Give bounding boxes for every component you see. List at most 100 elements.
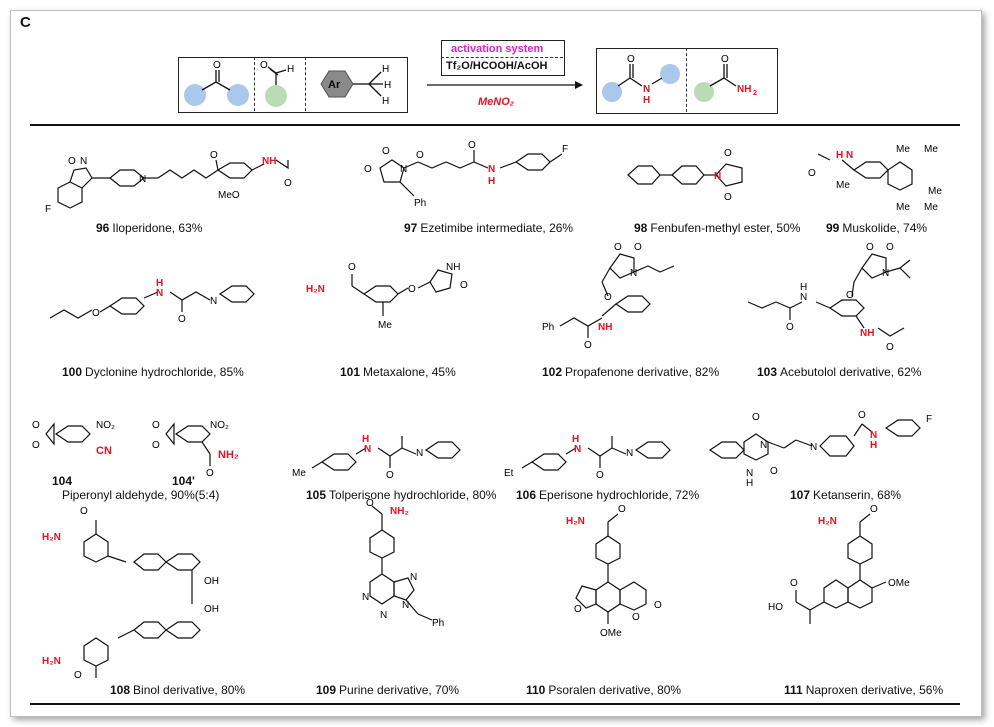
svg-text:F: F bbox=[562, 144, 568, 155]
svg-text:N: N bbox=[882, 268, 889, 279]
svg-text:O: O bbox=[386, 470, 394, 481]
structure-110: H₂N O O O O OMe bbox=[566, 504, 662, 639]
svg-text:N: N bbox=[416, 448, 423, 459]
svg-text:Me: Me bbox=[928, 186, 942, 197]
svg-text:MeO: MeO bbox=[218, 190, 240, 201]
bottom-rule bbox=[30, 703, 960, 705]
svg-text:N: N bbox=[746, 468, 753, 479]
structure-107: O NH O N N O N H F bbox=[708, 410, 932, 489]
svg-text:H₂N: H₂N bbox=[818, 516, 837, 527]
primary-amide-product: O NH 2 bbox=[694, 54, 757, 102]
svg-text:N: N bbox=[380, 610, 387, 621]
structure-97: OO N O O N H F Ph bbox=[364, 140, 568, 209]
svg-text:H: H bbox=[287, 64, 294, 75]
structure-108: H₂N O OH OH H₂N O bbox=[42, 506, 219, 681]
svg-text:NO₂: NO₂ bbox=[210, 420, 229, 431]
svg-text:O: O bbox=[866, 242, 874, 253]
svg-text:N: N bbox=[402, 600, 409, 611]
svg-text:N: N bbox=[139, 174, 146, 185]
svg-text:O: O bbox=[284, 178, 292, 189]
activation-divider bbox=[441, 57, 563, 58]
reaction-arrow bbox=[427, 81, 583, 89]
structure-104-prime: OO NO₂ O NH₂ bbox=[152, 420, 239, 479]
svg-text:O: O bbox=[627, 54, 635, 65]
svg-text:N: N bbox=[846, 150, 853, 161]
svg-text:O: O bbox=[152, 420, 160, 431]
svg-text:N: N bbox=[643, 84, 650, 95]
atom-o: O bbox=[213, 60, 221, 71]
svg-text:H: H bbox=[643, 95, 650, 106]
svg-text:O: O bbox=[468, 140, 476, 151]
svg-text:O: O bbox=[721, 54, 729, 65]
activation-box bbox=[441, 40, 565, 76]
svg-text:O: O bbox=[790, 578, 798, 589]
svg-text:NH: NH bbox=[262, 156, 276, 167]
structure-101: H₂N O O NH O Me bbox=[306, 262, 468, 331]
svg-text:H₂N: H₂N bbox=[42, 656, 61, 667]
svg-text:Me: Me bbox=[924, 202, 938, 213]
panel-letter: C bbox=[20, 14, 31, 31]
svg-text:O: O bbox=[92, 308, 100, 319]
svg-text:O: O bbox=[596, 470, 604, 481]
structure-111: H₂N O OMe HO O bbox=[768, 504, 910, 624]
svg-text:Ph: Ph bbox=[432, 618, 444, 629]
structure-105: Me H N O N bbox=[292, 434, 461, 481]
svg-text:O: O bbox=[74, 670, 82, 681]
svg-text:Me: Me bbox=[292, 468, 306, 479]
svg-text:H: H bbox=[836, 150, 843, 161]
svg-text:F: F bbox=[45, 204, 51, 215]
substrate-divider-2 bbox=[305, 57, 306, 111]
svg-text:OH: OH bbox=[204, 576, 219, 587]
svg-text:O: O bbox=[364, 164, 372, 175]
aldehyde-substrate: O H bbox=[260, 60, 294, 107]
svg-text:NH₂: NH₂ bbox=[390, 506, 409, 517]
svg-text:O: O bbox=[584, 340, 592, 351]
svg-text:O: O bbox=[808, 168, 816, 179]
svg-text:N: N bbox=[400, 164, 407, 175]
svg-text:O: O bbox=[68, 156, 76, 167]
reagents-label: Tf₂O/HCOOH/AcOH bbox=[446, 60, 548, 72]
svg-text:H: H bbox=[870, 440, 877, 451]
svg-text:O: O bbox=[858, 410, 866, 421]
svg-text:O: O bbox=[724, 192, 732, 203]
caption-104: Piperonyl aldehyde, 90%(5:4) bbox=[62, 488, 220, 502]
substrate-divider-1 bbox=[254, 57, 255, 111]
svg-text:N: N bbox=[156, 288, 163, 299]
svg-text:H₂N: H₂N bbox=[566, 516, 585, 527]
svg-text:O: O bbox=[604, 292, 612, 303]
svg-text:H: H bbox=[572, 434, 579, 445]
svg-text:H: H bbox=[746, 478, 753, 489]
structure-106: Et H N O N bbox=[504, 434, 671, 481]
svg-text:N: N bbox=[760, 440, 767, 451]
svg-text:O: O bbox=[416, 150, 424, 161]
svg-text:Me: Me bbox=[378, 320, 392, 331]
svg-text:O: O bbox=[724, 148, 732, 159]
svg-text:O: O bbox=[460, 280, 468, 291]
svg-text:O: O bbox=[348, 262, 356, 273]
svg-text:HO: HO bbox=[768, 602, 783, 613]
svg-text:OMe: OMe bbox=[888, 578, 910, 589]
svg-text:H: H bbox=[384, 80, 391, 91]
svg-text:O: O bbox=[152, 440, 160, 451]
svg-text:NH: NH bbox=[446, 262, 460, 273]
svg-text:Et: Et bbox=[504, 468, 514, 479]
svg-text:O: O bbox=[886, 342, 894, 353]
svg-text:N: N bbox=[574, 444, 581, 455]
structure-109: O NH₂ NN NN Ph bbox=[362, 498, 444, 629]
